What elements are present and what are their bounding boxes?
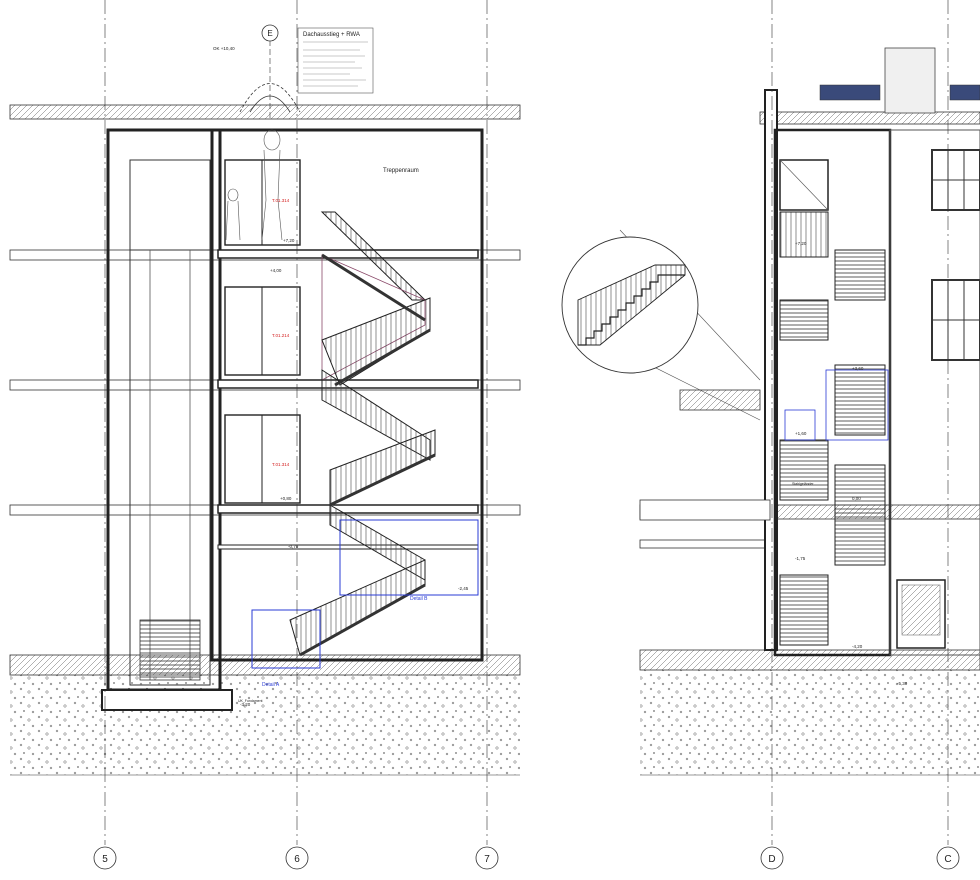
- level-basement: -2,45: [458, 586, 469, 591]
- right-level-mid: +3,60: [852, 366, 864, 371]
- detail-callout: [561, 229, 761, 421]
- axis-label-7: 7: [484, 854, 490, 865]
- axis-bubble-5: [93, 846, 117, 870]
- stair-flights: [289, 211, 436, 656]
- axis-bubble-7: [475, 846, 499, 870]
- level-bottom-left: -3,20: [240, 702, 251, 707]
- axis-bubble-c: [936, 846, 960, 870]
- level-ground: -0,70: [288, 544, 299, 549]
- annotations: Treppenraum Dachausstieg + RWA OK +10,40…: [213, 32, 908, 707]
- level-floor1: +0,80: [280, 496, 292, 501]
- door-tag-2: T.01.214: [272, 333, 290, 338]
- axis-label-e: E: [267, 29, 272, 38]
- detail-b-label: Detail B: [410, 596, 428, 602]
- fundament-label: UK_Fundament: [238, 699, 263, 703]
- grid-axes: 5 6 7 D C E: [93, 0, 960, 870]
- gelaender-label: Stahlgeländer: [792, 482, 814, 486]
- axis-bubble-d: [760, 846, 784, 870]
- axis-label-5: 5: [102, 854, 108, 865]
- left-section: [9, 27, 521, 776]
- axis-bubble-6: [285, 846, 309, 870]
- right-level-landing: +1,60: [795, 431, 807, 436]
- roof-note-title: Dachausstieg + RWA: [303, 32, 360, 38]
- axis-label-6: 6: [294, 854, 300, 865]
- level-floor3: +7,20: [283, 238, 295, 243]
- level-floor2: +4,00: [270, 268, 282, 273]
- detail-a-label: Detail A: [262, 682, 280, 688]
- room-label: Treppenraum: [383, 168, 419, 174]
- door-tag-1: T.01.314: [272, 198, 290, 203]
- right-section: [639, 47, 980, 776]
- door-tag-3: T.01.314: [272, 462, 290, 467]
- right-level-top: +7,20: [795, 241, 807, 246]
- axis-bubble-e: [261, 24, 279, 42]
- right-level-base: -1,75: [795, 556, 806, 561]
- right-level-bottom: -5,30: [897, 681, 908, 686]
- right-level-ground: 0,00: [852, 496, 861, 501]
- axis-label-c: C: [944, 854, 951, 865]
- level-roof: OK +10,40: [213, 46, 235, 51]
- axis-label-d: D: [768, 854, 775, 865]
- right-level-low: -4,20: [852, 644, 863, 649]
